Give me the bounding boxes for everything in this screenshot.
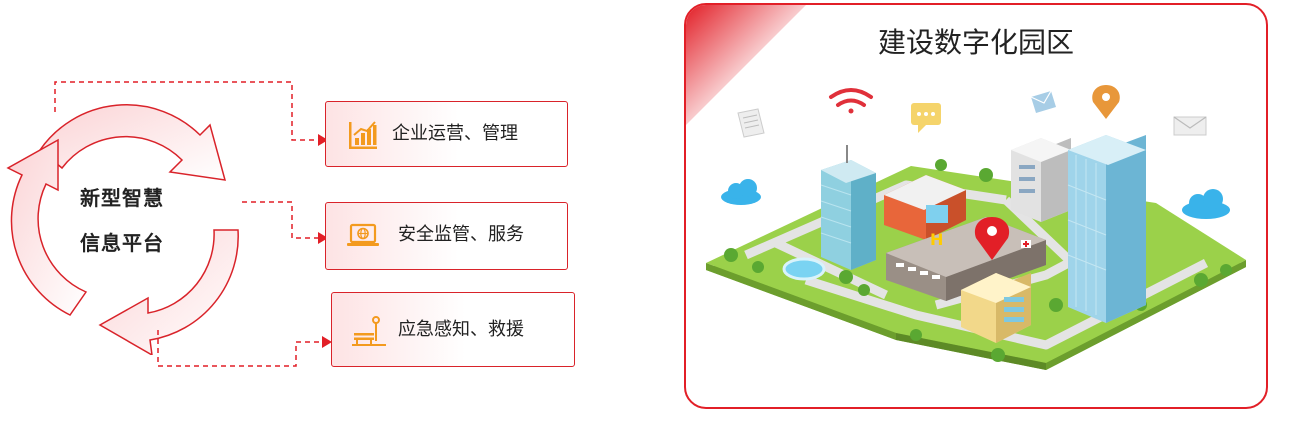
panel-corner-accent <box>686 5 806 125</box>
card-label: 安全监管、服务 <box>398 224 524 245</box>
glass-tower-right <box>1067 135 1146 323</box>
park-title: 建设数字化园区 <box>877 26 1074 59</box>
chat-bubble-icon <box>911 103 941 133</box>
card-label: 企业运营、管理 <box>392 123 518 144</box>
card-safety-supervision: 安全监管、服务 <box>325 202 568 270</box>
cloud-icon-left <box>721 179 761 205</box>
map-pin-icon <box>974 217 1010 260</box>
document-icon <box>737 108 765 138</box>
cycle-arrow-right <box>98 229 239 355</box>
laptop-globe-icon <box>347 223 379 246</box>
card-emergency-response: 应急感知、救援 <box>331 292 575 367</box>
glass-tower-left <box>820 145 876 270</box>
wifi-icon <box>829 88 873 114</box>
cycle-arrow-top <box>38 104 227 181</box>
card-label: 应急感知、救援 <box>398 319 524 340</box>
envelope-icon <box>1173 116 1207 136</box>
cycle-title-line1: 新型智慧 <box>80 186 164 210</box>
chart-icon <box>349 121 377 149</box>
pond <box>782 257 826 281</box>
cycle-diagram <box>6 104 239 355</box>
alarm-bench-icon <box>352 316 386 346</box>
cycle-arrow-left <box>6 138 88 316</box>
location-pin-icon <box>1092 85 1120 119</box>
digital-park-panel: 建设数字化园区 <box>684 3 1268 409</box>
yellow-building <box>961 273 1031 343</box>
orange-building <box>884 175 966 240</box>
isometric-city-illustration: H <box>706 85 1246 370</box>
trees <box>724 159 1232 362</box>
cloud-icon-right <box>1182 189 1230 219</box>
cycle-title-line2: 信息平台 <box>80 231 164 255</box>
svg-text:H: H <box>930 230 943 249</box>
grey-building <box>1011 138 1071 222</box>
mail-icon <box>1030 90 1056 113</box>
card-enterprise-operations: 企业运营、管理 <box>325 101 568 167</box>
